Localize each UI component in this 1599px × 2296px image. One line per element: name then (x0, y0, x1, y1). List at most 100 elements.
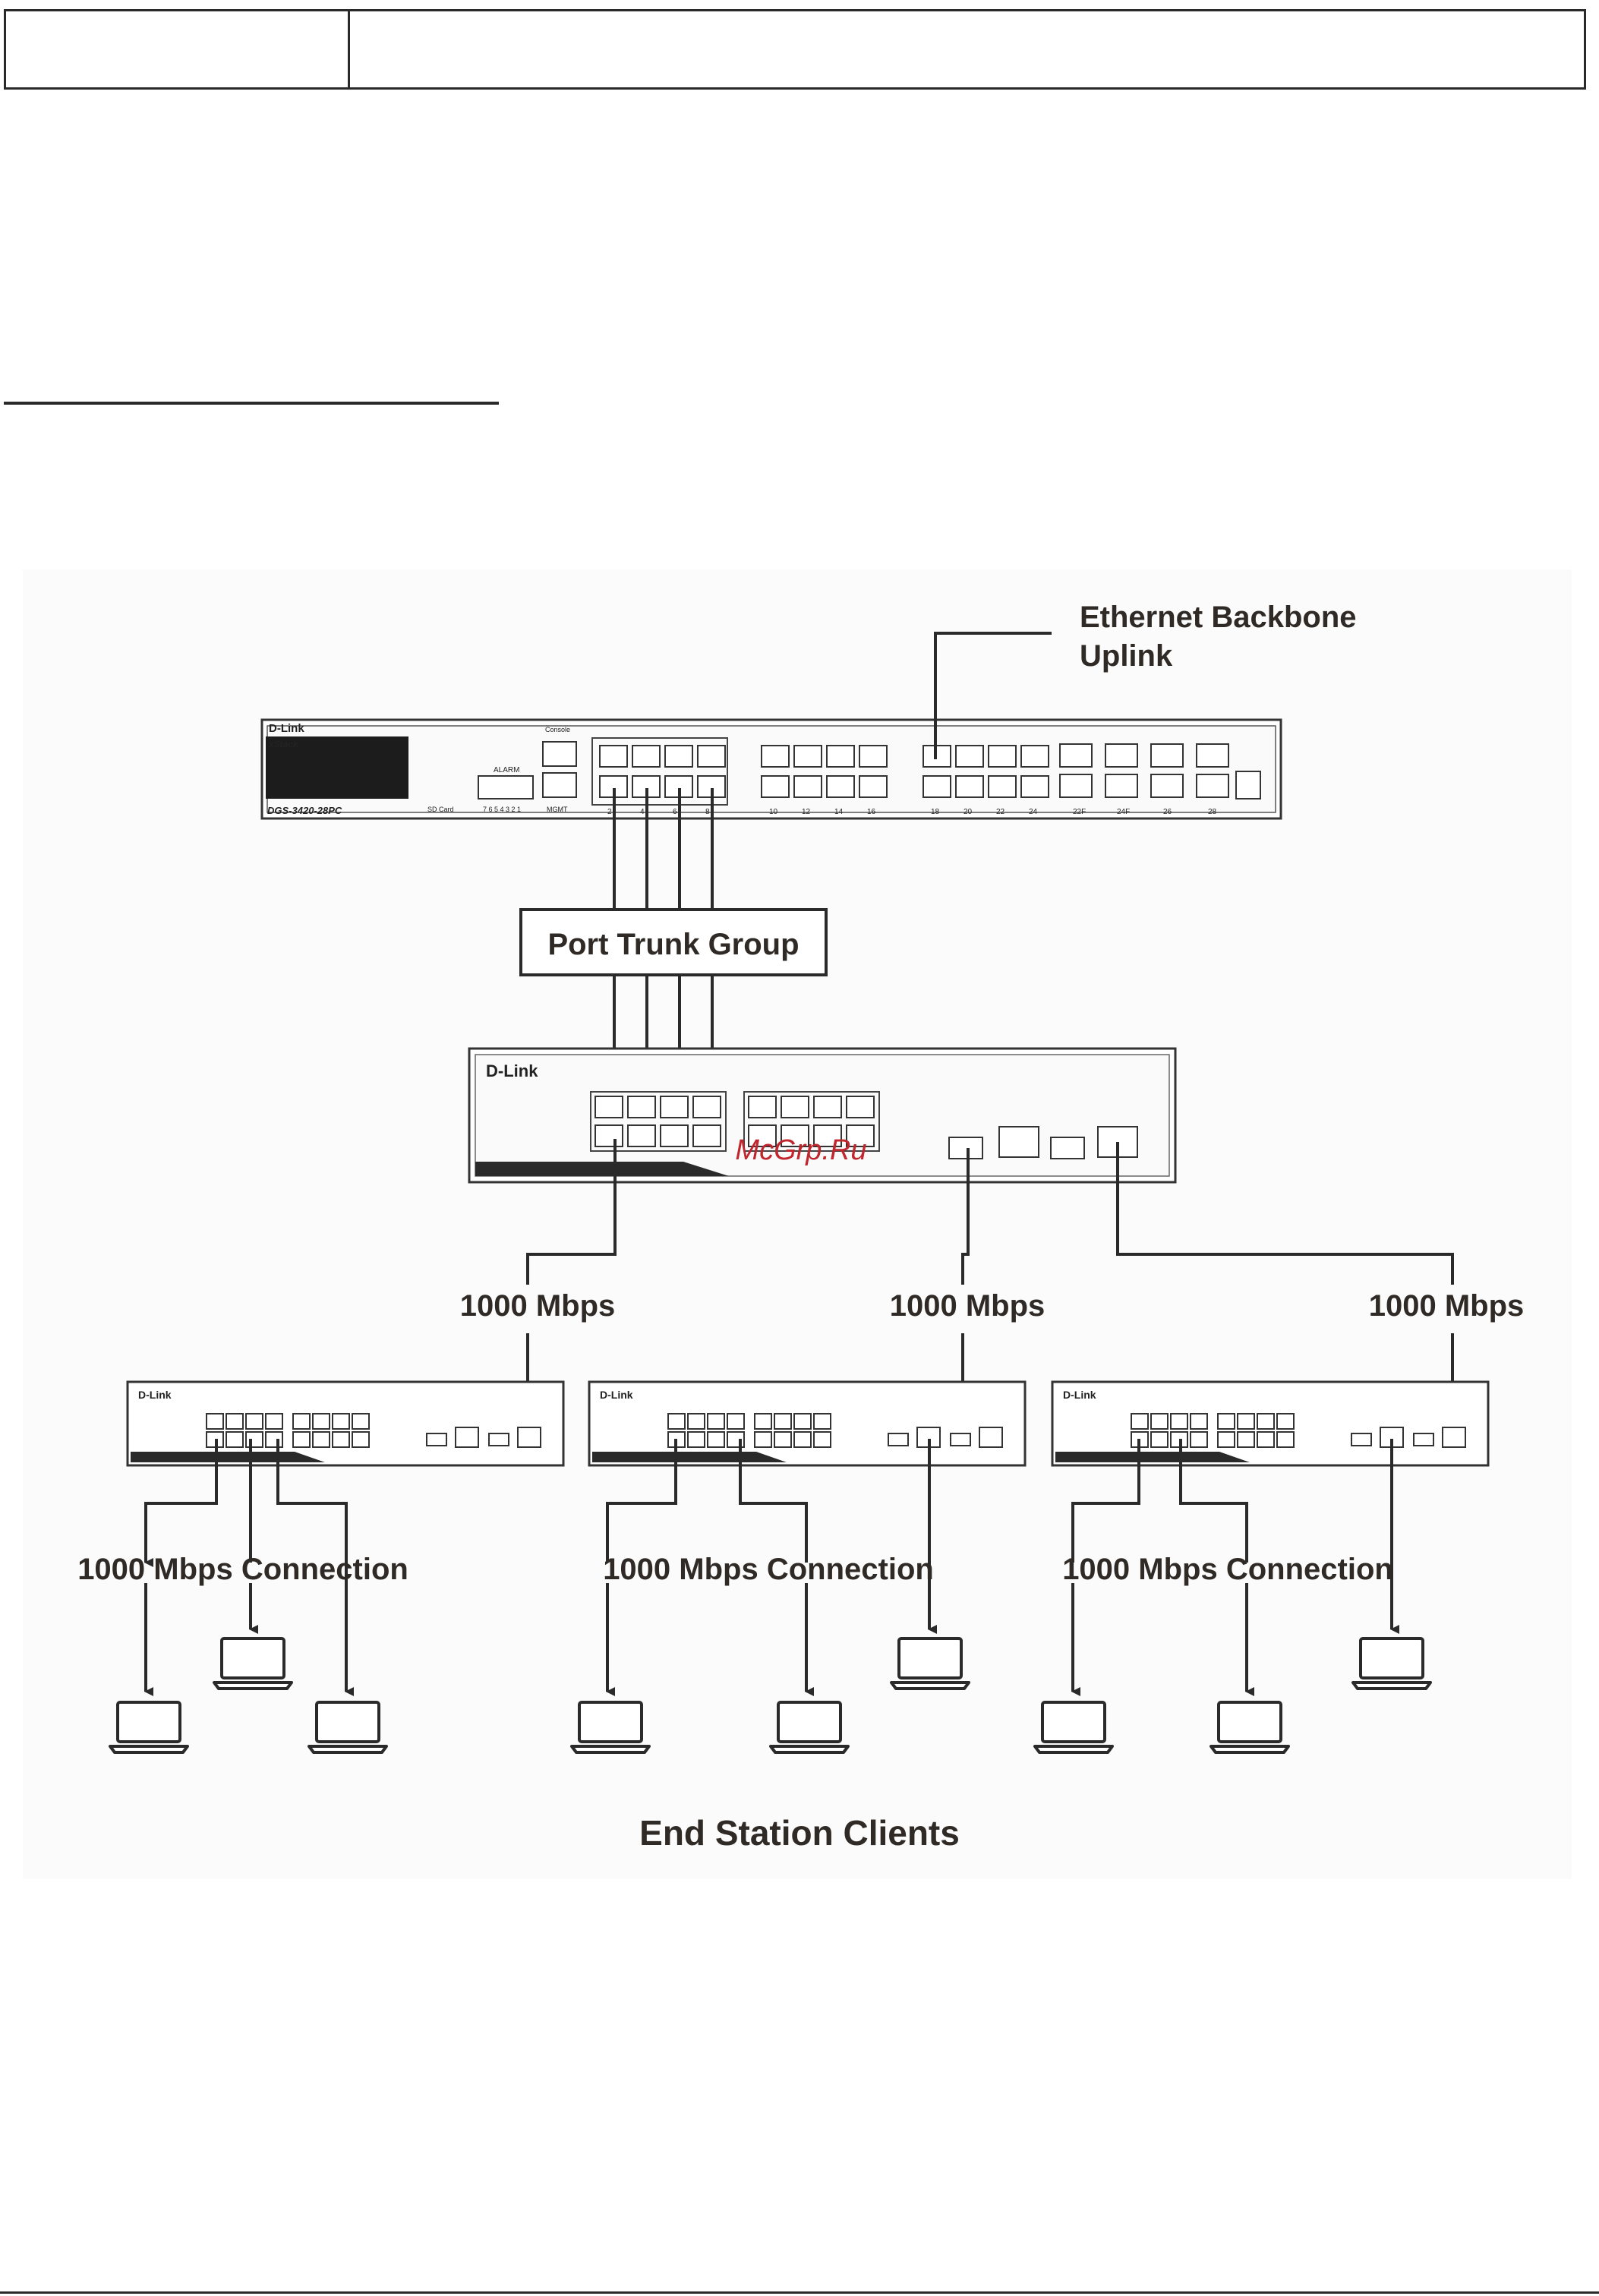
laptop-icon (890, 1637, 970, 1690)
connection-label-2: 1000 Mbps Connection (603, 1553, 934, 1586)
core-port-numbers: 2 4 6 8 10 12 14 16 18 20 22 24 22F 24F … (607, 808, 1217, 816)
core-switch: D-Link xStack DGS-3420-28PC Console ALAR… (260, 718, 1282, 820)
port (988, 775, 1017, 798)
port (793, 745, 822, 768)
port (955, 745, 984, 768)
port (846, 1096, 875, 1118)
laptop-icon (308, 1701, 388, 1754)
port (1131, 1413, 1149, 1430)
port (1020, 745, 1049, 768)
edge-brand: D-Link (600, 1389, 633, 1401)
trunk-box (519, 908, 828, 976)
core-port-num: 24 (1029, 808, 1038, 816)
port (813, 1124, 842, 1147)
port (1442, 1427, 1466, 1448)
port (813, 1413, 831, 1430)
port (1190, 1431, 1208, 1448)
edge-switch-2: D-Link (588, 1380, 1027, 1467)
header-divider (348, 11, 350, 87)
port (697, 745, 726, 768)
port (1217, 1431, 1235, 1448)
section-rule (4, 402, 499, 405)
edge-brand: D-Link (138, 1389, 172, 1401)
port (660, 1124, 689, 1147)
port (813, 1431, 831, 1448)
client-links-2 (606, 1439, 937, 1696)
core-port-num: 20 (964, 808, 973, 816)
port (312, 1431, 330, 1448)
port (488, 1433, 509, 1446)
port (1020, 775, 1049, 798)
port (627, 1124, 656, 1147)
port (955, 775, 984, 798)
port (774, 1431, 792, 1448)
middle-brand: D-Link (486, 1061, 538, 1080)
port (1196, 743, 1229, 768)
port (265, 1431, 283, 1448)
port (1059, 774, 1093, 798)
port (748, 1124, 777, 1147)
port (859, 775, 888, 798)
port (245, 1413, 263, 1430)
port (226, 1431, 244, 1448)
client-links-3 (1071, 1439, 1399, 1696)
laptop-icon (1351, 1637, 1432, 1690)
core-port-num: 26 (1163, 808, 1172, 816)
laptop-icon (1210, 1701, 1290, 1754)
port (1276, 1413, 1295, 1430)
port (692, 1096, 721, 1118)
core-port-num: 24F (1117, 808, 1130, 816)
port (979, 1427, 1003, 1448)
port (332, 1413, 350, 1430)
port (692, 1124, 721, 1147)
port (426, 1433, 447, 1446)
port (1257, 1431, 1275, 1448)
laptop-icon (1033, 1701, 1114, 1754)
core-model: DGS-3420-28PC (267, 805, 342, 816)
port (352, 1431, 370, 1448)
port (1150, 743, 1184, 768)
core-port-num: 4 (640, 808, 645, 816)
core-port-num: 2 (607, 808, 612, 816)
core-port-num: 28 (1208, 808, 1217, 816)
footer-rule (0, 2291, 1599, 2294)
port (988, 745, 1017, 768)
port (793, 775, 822, 798)
port (761, 775, 790, 798)
edge-brand: D-Link (1063, 1389, 1096, 1401)
speed-label-3: 1000 Mbps (1369, 1289, 1525, 1323)
port (517, 1427, 541, 1448)
port (761, 745, 790, 768)
port (1105, 774, 1138, 798)
port (781, 1096, 809, 1118)
port (1196, 774, 1229, 798)
port (707, 1431, 725, 1448)
port (632, 745, 661, 768)
port (1150, 1431, 1168, 1448)
port (950, 1433, 971, 1446)
port (226, 1413, 244, 1430)
port (1170, 1413, 1188, 1430)
port (793, 1413, 812, 1430)
port (312, 1413, 330, 1430)
port (1237, 1431, 1255, 1448)
core-port-num: 16 (867, 808, 876, 816)
port (660, 1096, 689, 1118)
port (1237, 1413, 1255, 1430)
port (1217, 1413, 1235, 1430)
uplink-line (934, 632, 1052, 759)
port (846, 1124, 875, 1147)
port (781, 1124, 809, 1147)
trunk-label: Port Trunk Group (547, 928, 799, 961)
client-links-1 (144, 1439, 354, 1696)
port (594, 1124, 623, 1147)
core-port-num: 6 (673, 808, 677, 816)
port (826, 775, 855, 798)
port (1105, 743, 1138, 768)
port (292, 1413, 311, 1430)
speed-label-1: 1000 Mbps (460, 1289, 616, 1323)
port (826, 745, 855, 768)
port (1059, 743, 1093, 768)
port (793, 1431, 812, 1448)
port (1413, 1433, 1434, 1446)
